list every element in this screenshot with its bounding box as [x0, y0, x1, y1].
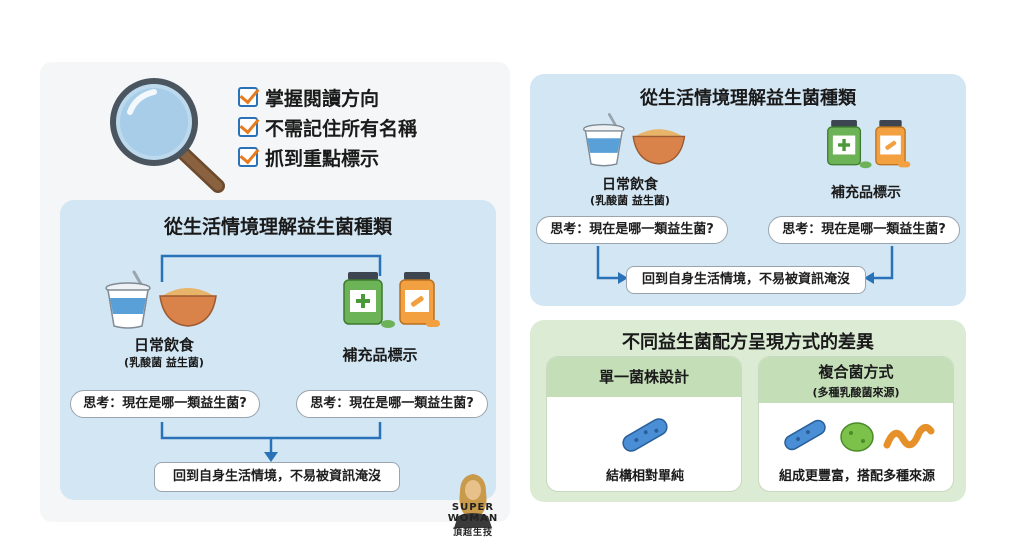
checklist-item: 不需記住所有名稱 — [238, 112, 417, 142]
left-question-bubble-2: 思考：現在是哪一類益生菌? — [296, 390, 488, 418]
right-panel-title: 從生活情境理解益生菌種類 — [640, 88, 856, 109]
magnifier-icon — [110, 78, 225, 193]
checklist-text: 抓到重點標示 — [265, 147, 380, 170]
right-result-box: 回到自身生活情境，不易被資訊淹沒 — [626, 266, 866, 294]
supplement-bottles-icon — [343, 272, 440, 328]
checklist-item: 掌握閱讀方向 — [238, 82, 417, 112]
right-food-label: 日常飲食 — [602, 177, 658, 193]
multi-strain-card: 複合菌方式 (多種乳酸菌來源) 組成更豐富，搭配多種來源 — [758, 356, 954, 492]
right-question-bubble-1: 思考：現在是哪一類益生菌? — [536, 216, 728, 244]
logo-chinese: 頂超生技 — [452, 528, 493, 538]
left-result-box: 回到自身生活情境，不易被資訊淹沒 — [154, 462, 400, 492]
checkbox-icon — [238, 87, 258, 107]
logo-text-1: SUPER — [438, 502, 508, 513]
right-question-bubble-2: 思考：現在是哪一類益生菌? — [768, 216, 960, 244]
left-panel-title: 從生活情境理解益生菌種類 — [163, 216, 392, 238]
single-strain-heading: 單一菌株設計 — [547, 357, 741, 397]
left-question-bubble-1: 思考：現在是哪一類益生菌? — [70, 390, 260, 418]
right-supplement-label: 補充品標示 — [831, 185, 901, 201]
comparison-title: 不同益生菌配方呈現方式的差異 — [622, 332, 874, 353]
right-food-sublabel: (乳酸菌 益生菌) — [590, 194, 670, 207]
mixed-bacteria-icon — [784, 419, 935, 452]
right-panel: 從生活情境理解益生菌種類 日常飲食 (乳酸菌 益生菌) — [530, 74, 966, 306]
left-panel-connectors — [160, 254, 382, 462]
multi-strain-header: 複合菌方式 (多種乳酸菌來源) — [759, 357, 953, 403]
left-supplement-label: 補充品標示 — [342, 346, 418, 364]
yogurt-bowl-icon — [105, 270, 217, 329]
checkbox-icon — [238, 117, 258, 137]
supplement-bottles-icon-2 — [827, 120, 911, 169]
logo-text-2: WOMAN — [438, 513, 508, 524]
left-panel: 從生活情境理解益生菌種類 日常飲食 (乳酸菌 益生菌) — [60, 200, 496, 500]
checklist-text: 不需記住所有名稱 — [265, 117, 418, 140]
single-strain-card: 單一菌株設計 結構相對單純 — [546, 356, 742, 492]
comparison-panel: 不同益生菌配方呈現方式的差異 單一菌株設計 結構相對單純 複合菌方式 (多種乳酸… — [530, 320, 966, 502]
right-panel-connectors — [596, 246, 894, 284]
checklist-text: 掌握閱讀方向 — [265, 87, 380, 110]
checkbox-icon — [238, 147, 258, 167]
checklist: 掌握閱讀方向 不需記住所有名稱 抓到重點標示 — [238, 82, 417, 172]
superwoman-logo-icon — [454, 474, 492, 528]
multi-strain-desc: 組成更豐富，搭配多種來源 — [778, 469, 935, 484]
logo-line-1: SUPER — [451, 502, 495, 513]
bacteria-rod-icon — [622, 418, 668, 452]
left-food-sublabel: (乳酸菌 益生菌) — [124, 356, 204, 369]
multi-strain-subheading: (多種乳酸菌來源) — [812, 386, 900, 399]
yogurt-bowl-icon-2 — [582, 113, 686, 167]
left-food-label: 日常飲食 — [133, 336, 194, 354]
multi-strain-heading: 複合菌方式 — [818, 363, 894, 381]
single-strain-desc: 結構相對單純 — [605, 469, 684, 484]
checklist-item: 抓到重點標示 — [238, 142, 417, 172]
logo-line-2: WOMAN — [447, 513, 499, 524]
